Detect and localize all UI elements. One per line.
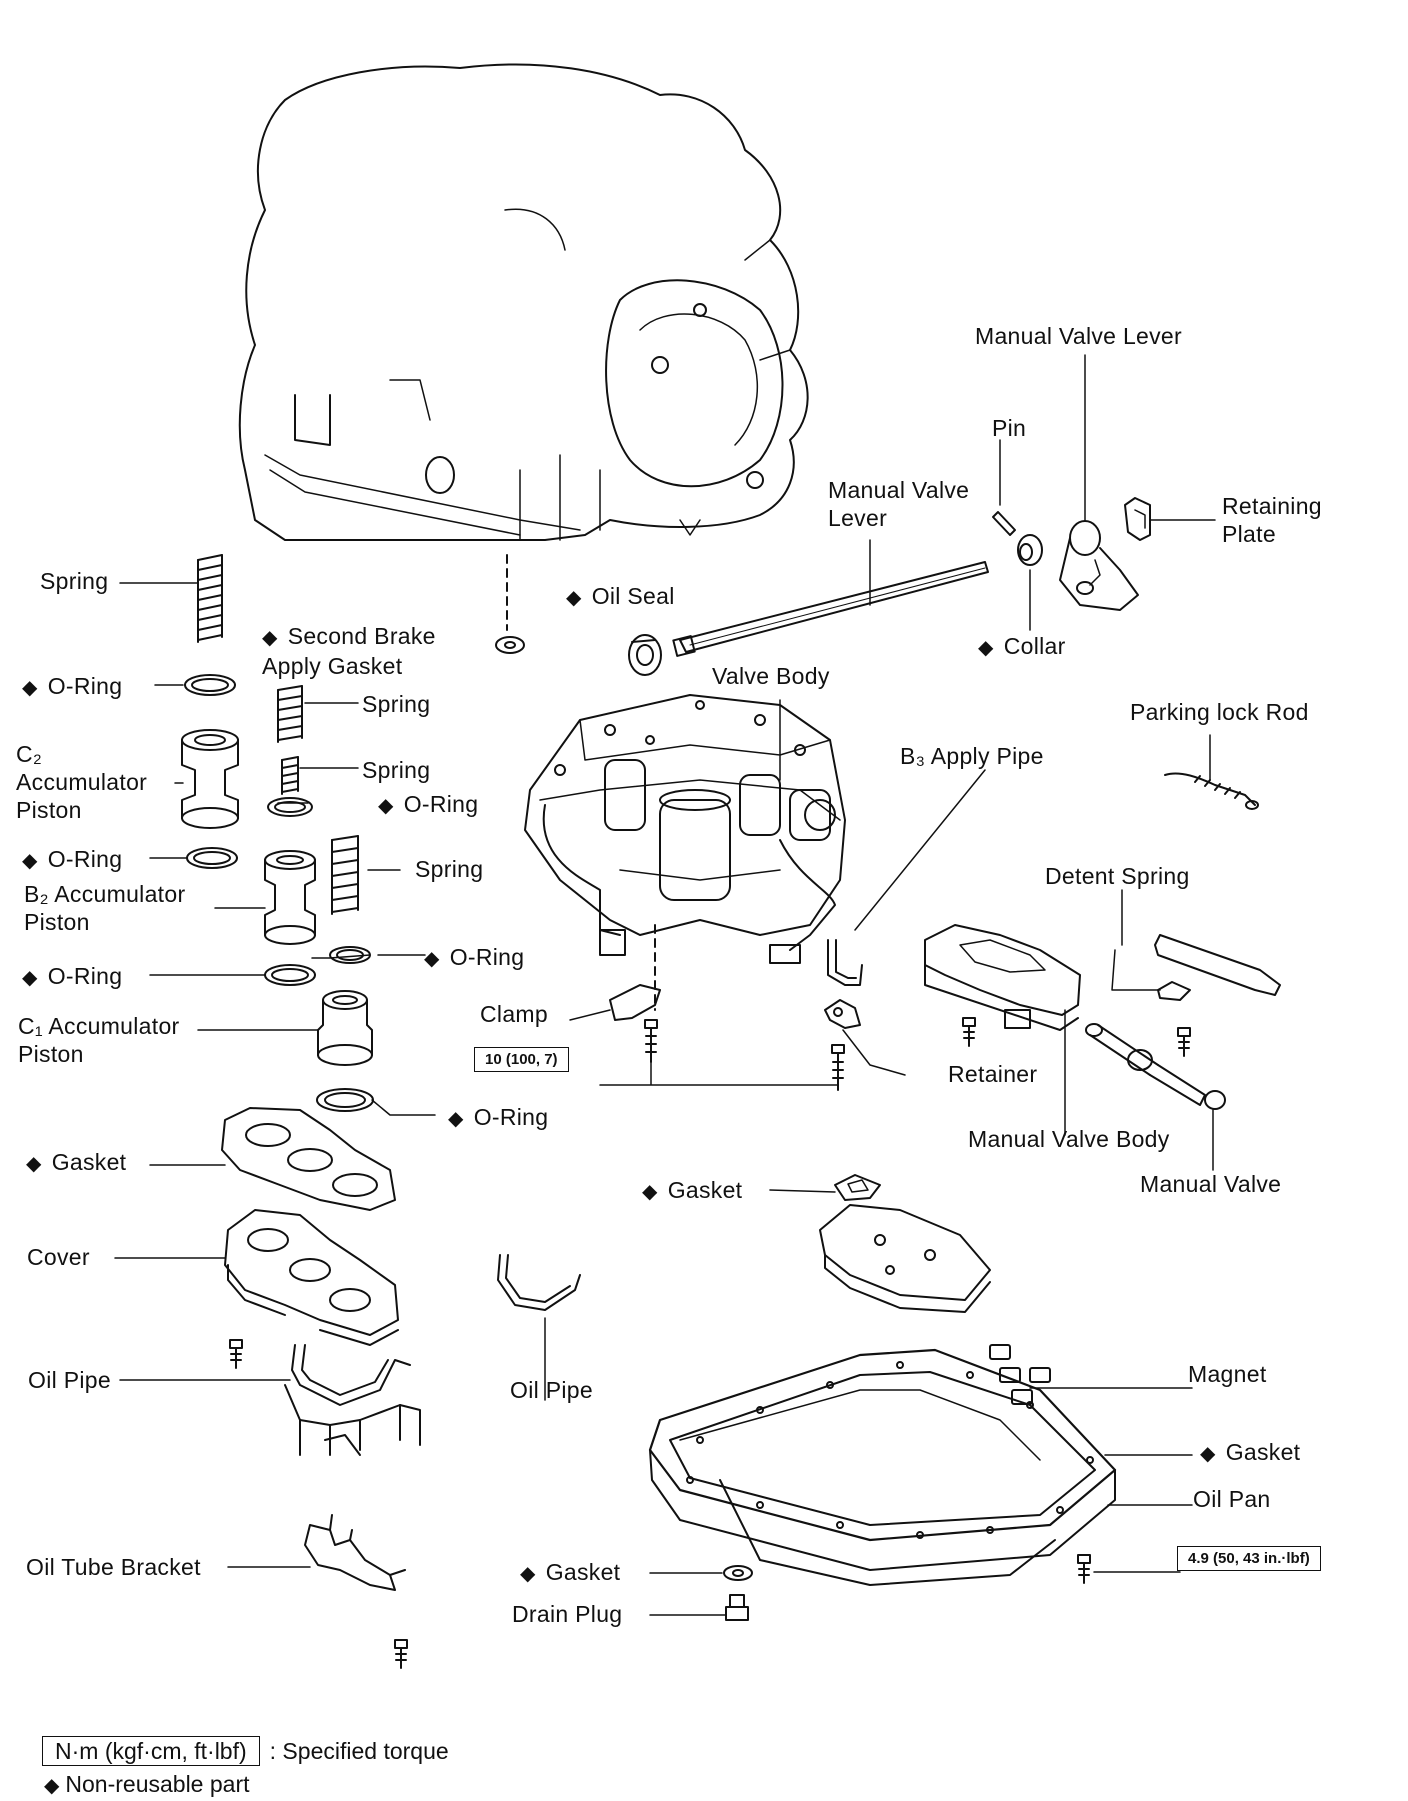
torque-spec-valve-body-bolts: 10 (100, 7) [474, 1047, 569, 1072]
pin-drawing [992, 511, 1016, 536]
oil-strainer-drawing [819, 1204, 991, 1313]
nonreusable-diamond-icon: ◆ [378, 795, 394, 817]
label-c1-accumulator-piston: C₁ Accumulator Piston [18, 1013, 180, 1067]
label-o-ring-5: ◆O-Ring [22, 963, 123, 989]
legend-nonreusable-text: Non-reusable part [65, 1771, 250, 1797]
manual-valve-body-drawing [924, 924, 1081, 1031]
label-manual-valve-lever: Manual Valve Lever [975, 323, 1182, 349]
label-spring-1: Spring [40, 568, 109, 594]
nonreusable-diamond-icon: ◆ [424, 948, 440, 970]
bolt-drawings [229, 1017, 1191, 1669]
label-gasket-pan: ◆Gasket [1200, 1439, 1301, 1465]
label-pin: Pin [992, 415, 1027, 441]
label-magnet: Magnet [1188, 1361, 1267, 1387]
nonreusable-diamond-icon: ◆ [26, 1153, 42, 1175]
label-o-ring-2: ◆O-Ring [378, 791, 479, 817]
label-o-ring-4: ◆O-Ring [424, 944, 525, 970]
label-b2-accumulator-piston: B₂ Accumulator Piston [24, 881, 186, 935]
label-o-ring-3: ◆O-Ring [22, 846, 123, 872]
nonreusable-diamond-icon: ◆ [262, 627, 278, 649]
legend-torque-box: N·m (kgf·cm, ft·lbf) [42, 1736, 260, 1766]
nonreusable-diamond-icon: ◆ [978, 637, 994, 659]
label-parking-lock-rod: Parking lock Rod [1130, 699, 1309, 725]
label-retaining-plate: Retaining Plate [1222, 493, 1322, 547]
collar-drawing [1017, 534, 1043, 566]
spring-1-drawing [197, 554, 223, 643]
b2-piston-drawing [264, 850, 316, 945]
manual-valve-lever-drawing [1059, 520, 1139, 611]
oil-tube-bracket-drawing [304, 1514, 406, 1591]
label-valve-body: Valve Body [712, 663, 830, 689]
valve-body-drawing [524, 694, 846, 964]
label-o-ring-1: ◆O-Ring [22, 673, 123, 699]
cover-drawing [224, 1209, 399, 1346]
label-oil-seal: ◆Oil Seal [566, 583, 675, 609]
label-gasket-mid: ◆Gasket [642, 1177, 743, 1203]
drain-gasket-drawing [723, 1565, 753, 1581]
retainer-drawing [824, 999, 861, 1029]
label-oil-pan: Oil Pan [1193, 1486, 1271, 1512]
torque-spec-oil-pan-bolts: 4.9 (50, 43 in.·lbf) [1177, 1546, 1321, 1571]
leader-lines [114, 354, 1216, 1616]
oil-pan-drawing [648, 1348, 1117, 1586]
nonreusable-diamond-icon: ◆ [44, 1775, 60, 1797]
nonreusable-diamond-icon: ◆ [642, 1181, 658, 1203]
label-manual-valve-lever-shaft: Manual Valve Lever [828, 477, 970, 531]
label-cover: Cover [27, 1244, 90, 1270]
drain-plug-drawing [725, 1594, 749, 1621]
c1-piston-drawing [317, 990, 373, 1066]
label-clamp: Clamp [480, 1001, 548, 1027]
label-oil-pipe-mid: Oil Pipe [510, 1377, 593, 1403]
label-detent-spring: Detent Spring [1045, 863, 1190, 889]
oil-seal-drawing [628, 634, 662, 676]
label-oil-tube-bracket: Oil Tube Bracket [26, 1554, 201, 1580]
transmission-case [238, 63, 809, 541]
gasket-mid-drawing [834, 1174, 881, 1201]
label-manual-valve-body: Manual Valve Body [968, 1126, 1170, 1152]
label-gasket-drain: ◆Gasket [520, 1559, 621, 1585]
detent-spring-drawing [1154, 934, 1281, 1001]
clamp-drawing [609, 984, 661, 1021]
label-manual-valve: Manual Valve [1140, 1171, 1282, 1197]
nonreusable-diamond-icon: ◆ [1200, 1443, 1216, 1465]
oil-pipe-mid-drawing [497, 1254, 581, 1311]
c2-piston-drawing [181, 729, 239, 829]
manual-valve-lever-shaft-drawing [672, 561, 989, 657]
nonreusable-diamond-icon: ◆ [22, 677, 38, 699]
gasket-left-drawing [221, 1107, 396, 1211]
nonreusable-diamond-icon: ◆ [520, 1563, 536, 1585]
label-oil-pipe-left: Oil Pipe [28, 1367, 111, 1393]
second-brake-gasket-drawing [495, 636, 525, 654]
retaining-plate-drawing [1124, 497, 1151, 541]
label-drain-plug: Drain Plug [512, 1601, 623, 1627]
b3-apply-pipe-drawing [827, 939, 863, 986]
label-spring-2: Spring [362, 691, 431, 717]
label-second-brake-gasket: ◆Second Brake Apply Gasket [262, 623, 436, 679]
label-o-ring-6: ◆O-Ring [448, 1104, 549, 1130]
spring-2-3-drawing [277, 685, 303, 795]
parking-lock-rod-drawing [1164, 772, 1259, 810]
spring-4-drawing [331, 835, 359, 915]
legend-nonreusable: ◆Non-reusable part [44, 1769, 250, 1801]
legend-torque-text: : Specified torque [269, 1738, 449, 1764]
label-spring-4: Spring [415, 856, 484, 882]
label-retainer: Retainer [948, 1061, 1038, 1087]
label-collar: ◆Collar [978, 633, 1066, 659]
nonreusable-diamond-icon: ◆ [448, 1108, 464, 1130]
legend-torque: N·m (kgf·cm, ft·lbf) : Specified torque [42, 1736, 449, 1766]
oil-pipe-left-drawing [284, 1344, 421, 1456]
label-gasket-left: ◆Gasket [26, 1149, 127, 1175]
label-c2-accumulator-piston: C₂ Accumulator Piston [16, 741, 148, 823]
manual-valve-drawing [1085, 1023, 1226, 1110]
label-b3-apply-pipe: B₃ Apply Pipe [900, 743, 1044, 769]
nonreusable-diamond-icon: ◆ [22, 850, 38, 872]
nonreusable-diamond-icon: ◆ [22, 967, 38, 989]
nonreusable-diamond-icon: ◆ [566, 587, 582, 609]
label-spring-3: Spring [362, 757, 431, 783]
